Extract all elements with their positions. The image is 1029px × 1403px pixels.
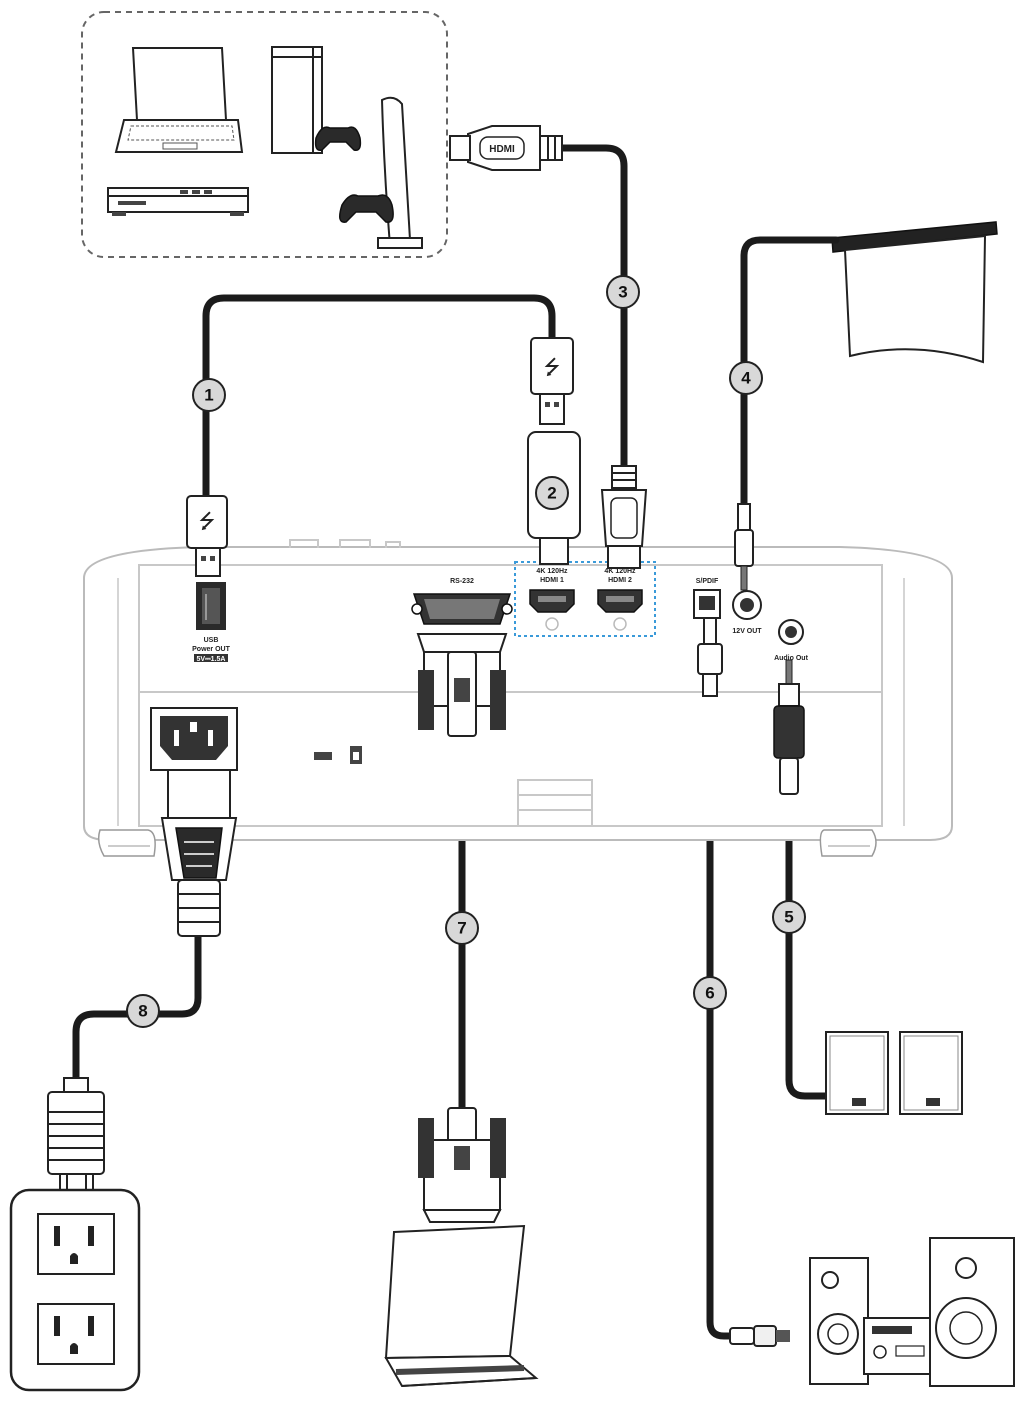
hdmi-highlight-box: [514, 561, 656, 637]
projection-screen-icon: [831, 221, 998, 364]
hdmi-cable: [558, 144, 628, 470]
usb-port-label: USB: [204, 637, 219, 644]
badge-2: 2: [535, 476, 569, 510]
hdmi1-top-label: 4K 120Hz: [536, 568, 568, 575]
badge-1: 1: [192, 378, 226, 412]
usb-symbol-icon: ⭍: [199, 509, 216, 533]
badge-6-label: 6: [705, 984, 714, 1003]
wall-plug: [47, 1077, 105, 1209]
badge-1-label: 1: [204, 386, 213, 405]
vertical-console-icon: [339, 96, 423, 249]
usb-port: USB Power OUT 5V⎓1.5A: [192, 582, 231, 663]
rs232-plug-bottom: [418, 1107, 506, 1223]
callout-badges: 1 2 3 4 5 6 7 8: [126, 275, 806, 1028]
usb-symbol-icon-2: ⭍: [544, 355, 561, 379]
spdif-cable: [706, 690, 738, 1340]
badge-5: 5: [772, 900, 806, 934]
rs232-port-label: RS-232: [450, 578, 474, 585]
badge-3: 3: [606, 275, 640, 309]
disc-player-icon: [107, 187, 249, 216]
usb-port-sublabel: Power OUT: [192, 646, 230, 653]
laptop-icon: [114, 47, 244, 153]
badge-4: 4: [729, 361, 763, 395]
hdmi-logo-label: HDMI: [489, 144, 515, 155]
hdmi2-top-label: 4K 120Hz: [604, 568, 636, 575]
usb-port-rating: 5V⎓1.5A: [197, 656, 226, 663]
trigger-cable: [740, 236, 840, 509]
badge-7-label: 7: [457, 919, 466, 938]
badge-8: 8: [126, 994, 160, 1028]
spdif-plug: [697, 617, 723, 697]
computer-laptop-icon: [384, 1224, 539, 1388]
usb-plug-bottom: ⭍: [186, 495, 228, 577]
spdif-port-label: S/PDIF: [696, 578, 719, 585]
projector-body: [83, 539, 953, 857]
audio-jack-plug: [773, 659, 805, 795]
rca-plug: [729, 1325, 790, 1347]
12v-out-label: 12V OUT: [732, 628, 762, 635]
audio-out-cable: [785, 786, 830, 1100]
spdif-port: S/PDIF: [693, 578, 721, 619]
speakers-icon: [825, 1031, 963, 1115]
badge-8-label: 8: [138, 1002, 147, 1021]
ac-power-inlet: [150, 707, 238, 771]
game-console-icon: [271, 46, 362, 154]
rs232-plug-top: [416, 633, 508, 737]
hdmi2-label: HDMI 2: [608, 577, 632, 584]
hdmi-plug-top: HDMI: [449, 125, 563, 171]
hdmi-ports-group: 4K 120Hz HDMI 1 4K 120Hz HDMI 2: [514, 561, 656, 637]
badge-3-label: 3: [618, 283, 627, 302]
source-devices-box: [81, 11, 448, 258]
hdmi1-label: HDMI 1: [540, 577, 564, 584]
usb-plug-top: ⭍: [530, 337, 574, 425]
usb-power-cable: [202, 294, 556, 504]
badge-2-label: 2: [547, 484, 556, 503]
badge-4-label: 4: [741, 369, 751, 388]
12v-out-port: 12V OUT: [732, 590, 762, 635]
source-devices-group: [81, 11, 448, 258]
rs232-port: RS-232: [411, 578, 513, 625]
audio-out-port: Audio Out: [774, 619, 809, 662]
hdmi-plug-bottom: [600, 465, 648, 569]
badge-6: 6: [693, 976, 727, 1010]
badge-7: 7: [445, 911, 479, 945]
stereo-system-icon: [809, 1237, 1015, 1387]
audio-out-label: Audio Out: [774, 655, 808, 662]
badge-5-label: 5: [784, 908, 793, 927]
trigger-jack-plug: [734, 503, 754, 591]
power-plug-inlet: [160, 769, 238, 937]
wall-outlet-icon: [9, 1188, 141, 1392]
